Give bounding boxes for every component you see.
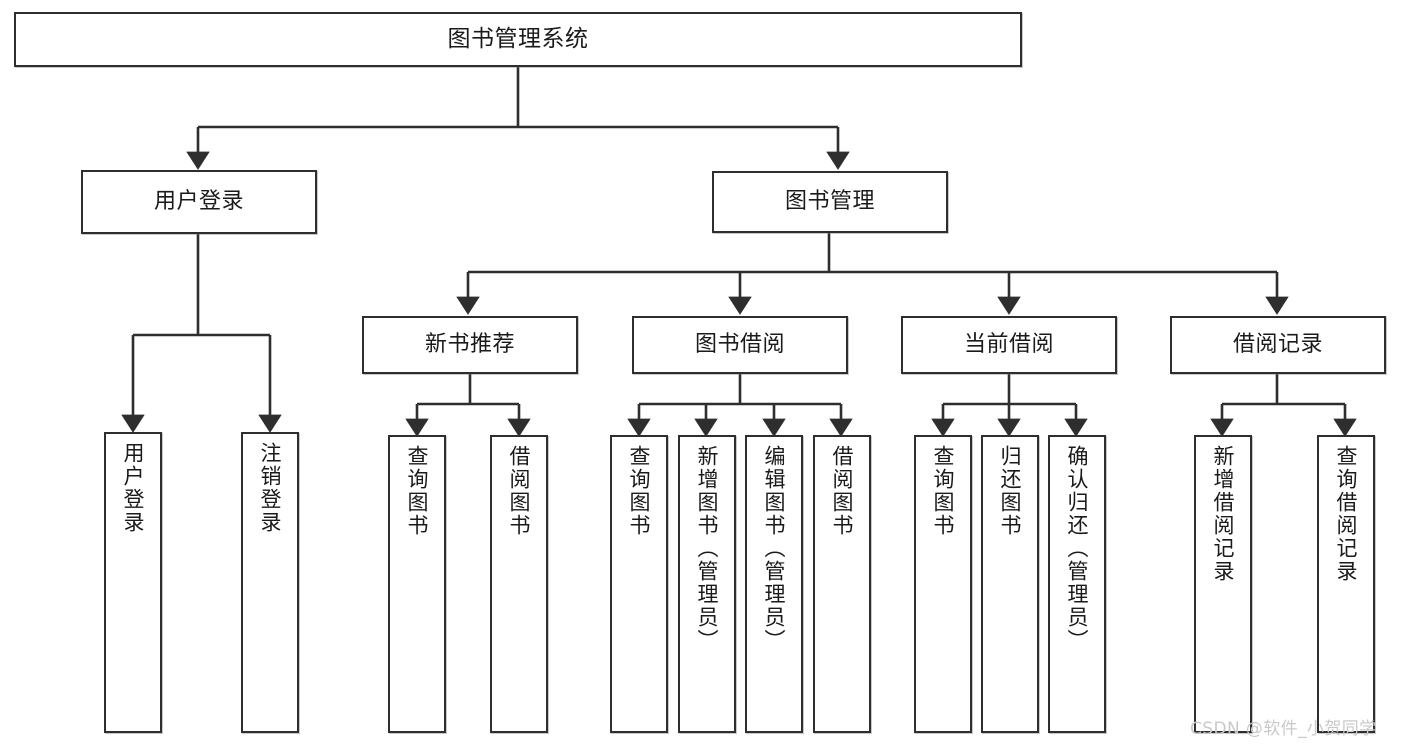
- leaf-new-book-borrow[interactable]: 借阅图书: [490, 435, 548, 733]
- node-label: 借阅图书: [507, 445, 532, 537]
- node-label: 新增借阅记录: [1211, 445, 1236, 583]
- node-label: 确认归还（管理员）: [1065, 445, 1090, 652]
- node-current-borrow[interactable]: 当前借阅: [901, 316, 1117, 374]
- node-label: 归还图书: [998, 445, 1023, 537]
- node-label: 图书管理: [784, 189, 875, 215]
- leaf-borrow-record-query[interactable]: 查询借阅记录: [1317, 435, 1375, 733]
- node-label: 新书推荐: [424, 332, 515, 358]
- leaf-book-borrow-edit[interactable]: 编辑图书（管理员）: [745, 435, 803, 733]
- leaf-user-login-logout[interactable]: 注销登录: [241, 432, 299, 733]
- node-label: 用户登录: [121, 442, 146, 534]
- node-root-system[interactable]: 图书管理系统: [14, 12, 1022, 67]
- node-label: 借阅记录: [1232, 332, 1323, 358]
- leaf-new-book-query[interactable]: 查询图书: [388, 435, 446, 733]
- node-label: 查询图书: [627, 445, 652, 537]
- node-label: 查询图书: [405, 445, 430, 537]
- node-label: 当前借阅: [963, 332, 1054, 358]
- leaf-book-borrow-borrow[interactable]: 借阅图书: [813, 435, 871, 733]
- node-label: 用户登录: [153, 189, 244, 215]
- node-label: 查询借阅记录: [1334, 445, 1359, 583]
- leaf-borrow-record-add[interactable]: 新增借阅记录: [1194, 435, 1252, 733]
- leaf-current-borrow-confirm-return[interactable]: 确认归还（管理员）: [1048, 435, 1106, 733]
- node-label: 注销登录: [258, 442, 283, 534]
- leaf-current-borrow-return[interactable]: 归还图书: [981, 435, 1039, 733]
- node-label: 图书管理系统: [447, 25, 589, 52]
- node-label: 新增图书（管理员）: [695, 445, 720, 652]
- node-book-borrow[interactable]: 图书借阅: [632, 316, 848, 374]
- node-borrow-record[interactable]: 借阅记录: [1170, 316, 1386, 374]
- leaf-book-borrow-add[interactable]: 新增图书（管理员）: [678, 435, 736, 733]
- leaf-current-borrow-query[interactable]: 查询图书: [914, 435, 972, 733]
- leaf-book-borrow-query[interactable]: 查询图书: [610, 435, 668, 733]
- node-label: 查询图书: [931, 445, 956, 537]
- node-label: 图书借阅: [694, 332, 785, 358]
- node-new-book-recommendation[interactable]: 新书推荐: [362, 316, 578, 374]
- node-label: 借阅图书: [830, 445, 855, 537]
- csdn-watermark: CSDN @软件_小贺同学: [1190, 719, 1377, 739]
- leaf-user-login-login[interactable]: 用户登录: [104, 432, 162, 733]
- node-label: 编辑图书（管理员）: [762, 445, 787, 652]
- node-user-login[interactable]: 用户登录: [81, 170, 317, 234]
- node-book-management[interactable]: 图书管理: [712, 171, 948, 233]
